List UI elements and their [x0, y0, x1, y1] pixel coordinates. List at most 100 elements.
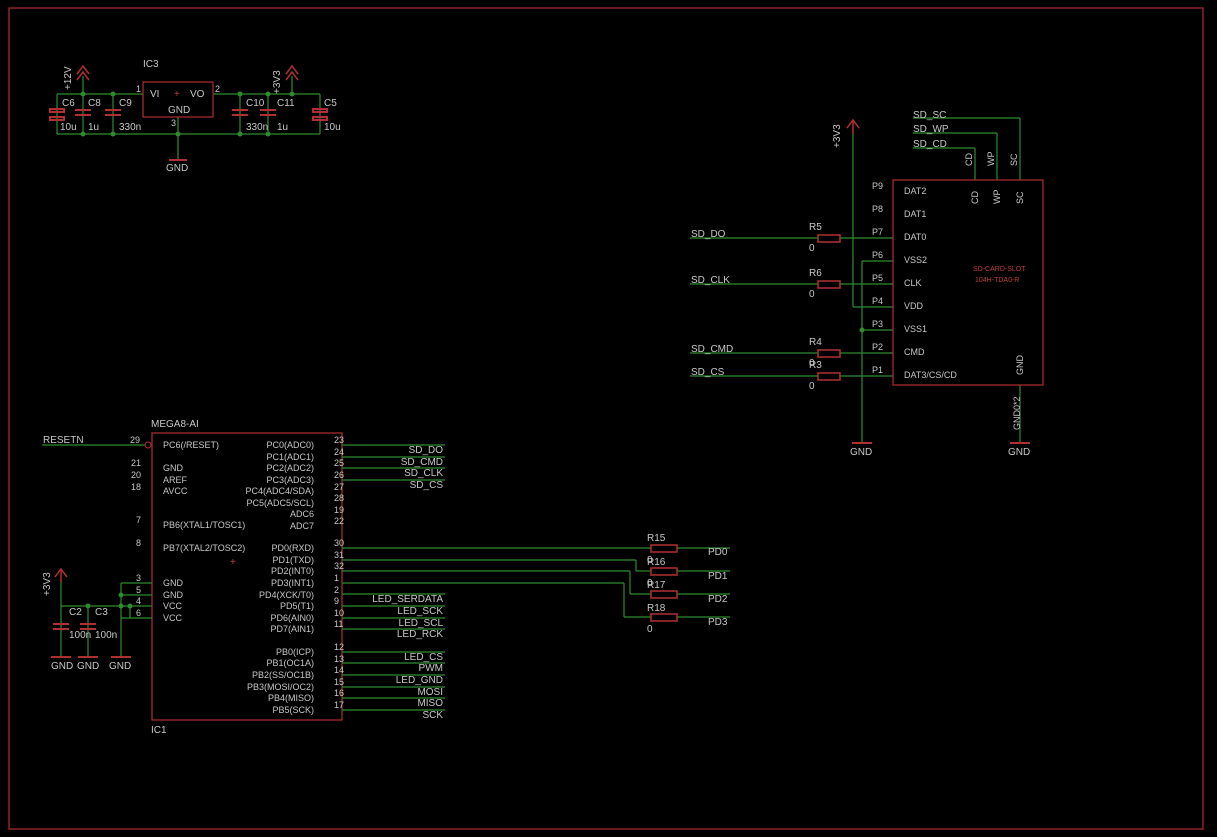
r5-value: 0	[809, 243, 815, 254]
gnd-sd1-label: GND	[850, 447, 872, 458]
pd2-pin: PD2(INT0)	[271, 566, 314, 576]
pd3-pin: PD3(INT1)	[271, 578, 314, 588]
ic3-pin1: 1	[136, 84, 141, 94]
pin-27: 27	[334, 482, 344, 492]
r3-label: R3	[809, 360, 822, 371]
regulator-capacitors	[49, 108, 328, 121]
power-arrow-icons	[54, 64, 860, 582]
wp-top-label: WP	[986, 152, 996, 167]
sd-card-slot-body[interactable]	[892, 179, 1044, 386]
sd-p6: P6	[872, 250, 883, 260]
c5-value: 10u	[324, 122, 341, 133]
pin-13: 13	[334, 654, 344, 664]
c10-value: 330n	[246, 122, 268, 133]
vcc-pin-b: VCC	[163, 613, 183, 623]
pd1-pin: PD1(TXD)	[272, 555, 314, 565]
pin-32: 32	[334, 561, 344, 571]
net-led-sck: LED_SCK	[397, 606, 443, 617]
pin-24: 24	[334, 447, 344, 457]
pd3-out-net: PD3	[708, 617, 728, 628]
pwr-3v3-left-label: +3V3	[42, 572, 53, 596]
pb5-pin: PB5(SCK)	[272, 705, 314, 715]
pc6-pin: PC6(/RESET)	[163, 440, 219, 450]
pin-18: 18	[131, 482, 141, 492]
net-led-scl: LED_SCL	[399, 618, 444, 629]
pin-22: 22	[334, 516, 344, 526]
gnd-reg-label: GND	[166, 163, 188, 174]
pin-4: 4	[136, 596, 141, 606]
mcu-junctions	[85, 592, 133, 609]
r18-value: 0	[647, 624, 653, 635]
r17-value: 0	[647, 578, 653, 589]
net-mosi: MOSI	[417, 687, 443, 698]
pc4-pin: PC4(ADC4/SDA)	[245, 486, 314, 496]
net-led-serdata: LED_SERDATA	[372, 594, 443, 605]
pin-12: 12	[334, 642, 344, 652]
r17-label: R17	[647, 580, 666, 591]
c11-label: C11	[277, 98, 295, 109]
r16-label: R16	[647, 557, 666, 568]
resetn-net: RESETN	[43, 435, 84, 446]
ic3-regulator-body[interactable]	[142, 81, 214, 118]
regulator-labels: IC3 VI VO GND 1 2 3 +12V +3V3 C6 C8 C9 C…	[60, 59, 341, 174]
pd0-out-net: PD0	[708, 547, 728, 558]
c9-label: C9	[119, 98, 132, 109]
pc0-pin: PC0(ADC0)	[266, 440, 314, 450]
pin-25: 25	[334, 458, 344, 468]
pb1-pin: PB1(OC1A)	[266, 658, 314, 668]
net-miso: MISO	[417, 698, 443, 709]
pin-1: 1	[334, 573, 339, 583]
c3-value: 100n	[95, 630, 117, 641]
c11-value: 1u	[277, 122, 288, 133]
adc7-pin: ADC7	[290, 521, 314, 531]
pwr-12v-label: +12V	[63, 66, 74, 90]
net-led-cs: LED_CS	[404, 652, 443, 663]
net-sd-do-mcu: SD_DO	[409, 445, 444, 456]
drawing-frame	[8, 7, 1204, 830]
sd-p5: P5	[872, 273, 883, 283]
sd-slot-part: 104H-TDA0-R	[975, 277, 1019, 284]
ic3-pin3: 3	[171, 118, 176, 128]
sd-resistors[interactable]	[817, 234, 841, 381]
pin-29: 29	[130, 435, 140, 445]
ic3-gnd-pin: GND	[168, 105, 190, 116]
decoupling-capacitors	[53, 623, 96, 630]
pin-19: 19	[334, 505, 344, 515]
r5-label: R5	[809, 222, 822, 233]
mcu-mega8-body[interactable]	[151, 432, 343, 721]
sd-cd-net: SD_CD	[913, 139, 947, 150]
sd-vss1: VSS1	[904, 324, 927, 334]
pd-resistors[interactable]	[650, 544, 678, 622]
sd-gnd-inner: GND	[1015, 355, 1025, 376]
sd-p1: P1	[872, 365, 883, 375]
gnd-pin-c: GND	[163, 590, 184, 600]
pd5-pin: PD5(T1)	[280, 601, 314, 611]
pin-11: 11	[334, 619, 343, 629]
r15-label: R15	[647, 533, 666, 544]
net-pwm: PWM	[419, 663, 443, 674]
c3-label: C3	[95, 607, 108, 618]
pb0-pin: PB0(ICP)	[276, 647, 314, 657]
sd-p7: P7	[872, 227, 883, 237]
sd-p3: P3	[872, 319, 883, 329]
mcu-origin-marker: +	[230, 557, 236, 568]
sd-dat0: DAT0	[904, 232, 926, 242]
r4-label: R4	[809, 337, 822, 348]
pb7-pin: PB7(XTAL2/TOSC2)	[163, 543, 245, 553]
sd-cd-inner: CD	[970, 191, 980, 204]
sd-p2: P2	[872, 342, 883, 352]
sd-wp-inner: WP	[992, 190, 1002, 205]
pin-16: 16	[334, 688, 344, 698]
pd2-out-net: PD2	[708, 594, 728, 605]
sd-sc-net: SD_SC	[913, 110, 946, 121]
r6-value: 0	[809, 289, 815, 300]
sd-clk-pin: CLK	[904, 278, 922, 288]
sd-junction	[859, 327, 865, 333]
regulator-section	[56, 76, 321, 160]
sd-clk-net: SD_CLK	[691, 275, 730, 286]
pc5-pin: PC5(ADC5/SCL)	[246, 498, 314, 508]
pd7-pin: PD7(AIN1)	[270, 624, 314, 634]
cd-top-label: CD	[964, 153, 974, 166]
sd-do-net: SD_DO	[691, 229, 726, 240]
